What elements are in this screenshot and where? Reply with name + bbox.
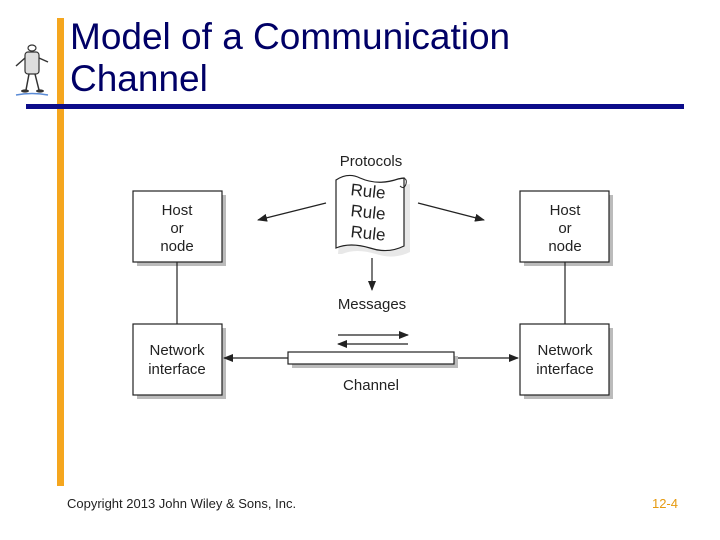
left-host-box: Host or node [132,190,226,266]
right-interface-line-1: Network [537,342,593,359]
protocols-label: Protocols [340,153,403,170]
rule-text-1: Rule [350,180,387,203]
right-interface-line-2: interface [536,361,594,378]
channel-pipe [287,351,458,368]
rule-text-2: Rule [350,201,387,224]
channel-label: Channel [343,377,399,394]
right-host-line-3: node [548,238,581,255]
copyright-notice: Copyright 2013 John Wiley & Sons, Inc. [67,496,297,511]
right-interface-box: Network interface [519,323,613,399]
left-interface-line-1: Network [149,342,205,359]
right-host-line-1: Host [550,202,582,219]
title-underline [26,104,684,109]
right-host-line-2: or [558,220,571,237]
rule-text-3: Rule [350,222,387,245]
title-line-2: Channel [70,58,208,99]
right-host-box: Host or node [519,190,613,266]
left-host-line-1: Host [162,202,194,219]
protocol-arrow-left [257,202,327,222]
mascot-figure-icon [15,44,49,96]
left-host-line-3: node [160,238,193,255]
left-accent-bar [57,18,64,486]
protocol-arrow-right [417,202,485,222]
left-host-line-2: or [170,220,183,237]
rule-scroll-icon: Rule Rule Rule [335,174,410,257]
slide-title: Model of a Communication Channel [70,16,690,100]
messages-label: Messages [338,296,406,313]
title-line-1: Model of a Communication [70,16,511,57]
page-number: 12-4 [651,496,678,511]
left-interface-line-2: interface [148,361,206,378]
left-interface-box: Network interface [132,323,226,399]
